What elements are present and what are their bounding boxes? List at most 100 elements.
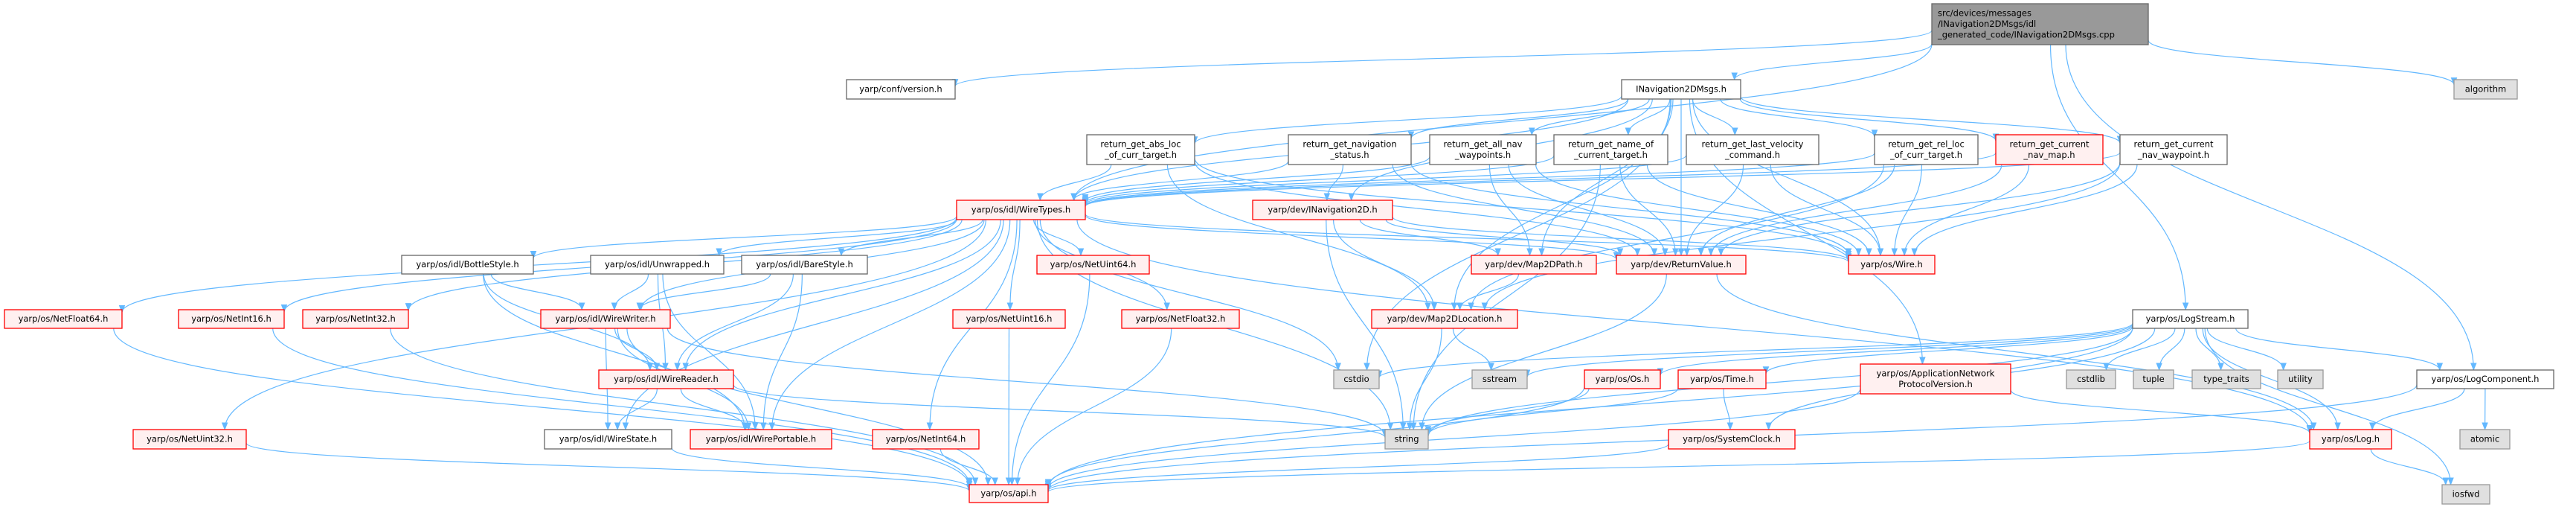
node-inav2d[interactable]: yarp/dev/INavigation2D.h xyxy=(1252,200,1393,220)
node-box xyxy=(1384,429,1429,450)
node-label: type_traits xyxy=(2203,374,2249,384)
node-label: yarp/os/idl/BottleStyle.h xyxy=(416,259,518,270)
node-wirereader[interactable]: yarp/os/idl/WireReader.h xyxy=(598,369,734,389)
node-sstream[interactable]: sstream xyxy=(1471,369,1528,389)
node-box xyxy=(540,309,671,329)
node-r-name[interactable]: return_get_name_of_current_target.h xyxy=(1553,134,1668,165)
node-r-last[interactable]: return_get_last_velocity_command.h xyxy=(1686,134,1819,165)
node-map2dloc[interactable]: yarp/dev/Map2DLocation.h xyxy=(1371,309,1518,329)
node-logstream[interactable]: yarp/os/LogStream.h xyxy=(2132,309,2249,329)
node-box xyxy=(2459,429,2511,450)
node-time[interactable]: yarp/os/Time.h xyxy=(1677,369,1767,389)
edge-r_name-to-wire xyxy=(1646,164,1872,257)
node-label: tuple xyxy=(2142,374,2164,384)
node-logcomp[interactable]: yarp/os/LogComponent.h xyxy=(2416,369,2554,389)
edge-logstream-to-iosfwd xyxy=(2204,328,2454,486)
node-r-abs[interactable]: return_get_abs_loc_of_curr_target.h xyxy=(1086,134,1195,165)
edge-r_nav-to-wire xyxy=(1410,162,1852,257)
node-label: _command.h xyxy=(1724,150,1780,160)
node-label: _generated_code/INavigation2DMsgs.cpp xyxy=(1937,30,2115,40)
node-returnvalue[interactable]: yarp/dev/ReturnValue.h xyxy=(1616,255,1747,275)
node-wireportable[interactable]: yarp/os/idl/WirePortable.h xyxy=(690,429,832,450)
node-netint16[interactable]: yarp/os/NetInt16.h xyxy=(178,309,285,329)
node-label: return_get_all_nav xyxy=(1444,138,1523,149)
node-netfloat64[interactable]: yarp/os/NetFloat64.h xyxy=(4,309,123,329)
node-box xyxy=(590,255,725,275)
node-map2dpath[interactable]: yarp/dev/Map2DPath.h xyxy=(1471,255,1597,275)
node-r-wp[interactable]: return_get_current_nav_waypoint.h xyxy=(2119,134,2228,165)
edge-logstream-to-logcomp xyxy=(2235,328,2444,372)
node-netint32[interactable]: yarp/os/NetInt32.h xyxy=(302,309,409,329)
node-inav[interactable]: INavigation2DMsgs.h xyxy=(1621,79,1741,100)
edge-r_wp-to-wire xyxy=(1911,164,2138,257)
node-cstdio[interactable]: cstdio xyxy=(1333,369,1380,389)
edge-inav-to-r_name xyxy=(1625,98,1671,136)
node-version[interactable]: yarp/conf/version.h xyxy=(846,79,956,100)
edge-inav-to-r_all xyxy=(1529,98,1650,136)
node-r-all[interactable]: return_get_all_nav_waypoints.h xyxy=(1429,134,1537,165)
edge-r_last-to-wire xyxy=(1770,164,1884,257)
node-bottle[interactable]: yarp/os/idl/BottleStyle.h xyxy=(401,255,534,275)
node-tuple[interactable]: tuple xyxy=(2133,369,2174,389)
node-appnet[interactable]: yarp/os/ApplicationNetworkProtocolVersio… xyxy=(1860,363,2011,395)
node-atomic[interactable]: atomic xyxy=(2459,429,2511,450)
edge-os-to-api xyxy=(1044,386,1585,488)
node-netuint32[interactable]: yarp/os/NetUint32.h xyxy=(132,429,247,450)
node-wiretypes[interactable]: yarp/os/idl/WireTypes.h xyxy=(956,200,1086,220)
edge-appnet-to-api xyxy=(1044,388,1861,490)
edge-logstream-to-time xyxy=(1762,326,2133,374)
edge-map2dloc-to-string xyxy=(1406,328,1442,431)
node-box xyxy=(544,429,672,450)
edge-netfloat32-to-api xyxy=(1014,328,1172,486)
node-wire[interactable]: yarp/os/Wire.h xyxy=(1848,255,1936,275)
edge-inav-to-map2dloc xyxy=(1451,98,1672,311)
edge-logstream-to-utility xyxy=(2206,328,2287,372)
node-wirewriter[interactable]: yarp/os/idl/WireWriter.h xyxy=(540,309,671,329)
node-netfloat32[interactable]: yarp/os/NetFloat32.h xyxy=(1121,309,1240,329)
node-box xyxy=(1086,134,1195,165)
node-box xyxy=(741,255,868,275)
node-box xyxy=(178,309,285,329)
node-netuint16[interactable]: yarp/os/NetUint16.h xyxy=(952,309,1066,329)
node-api[interactable]: yarp/os/api.h xyxy=(969,484,1049,503)
edge-bare-to-wireportable xyxy=(759,273,803,431)
node-bare[interactable]: yarp/os/idl/BareStyle.h xyxy=(741,255,868,275)
node-box xyxy=(598,369,734,389)
node-r-map[interactable]: return_get_current_nav_map.h xyxy=(1995,134,2104,165)
edge-inav-to-r_map xyxy=(1739,98,2000,142)
node-r-nav[interactable]: return_get_navigation_status.h xyxy=(1288,134,1412,165)
node-log[interactable]: yarp/os/Log.h xyxy=(2309,429,2392,450)
node-label: sstream xyxy=(1483,374,1517,384)
node-label: INavigation2DMsgs.h xyxy=(1636,84,1727,95)
edge-root-to-version xyxy=(952,30,1933,87)
node-type-traits[interactable]: type_traits xyxy=(2191,369,2261,389)
node-netint64[interactable]: yarp/os/NetInt64.h xyxy=(872,429,980,450)
node-netuint64[interactable]: yarp/os/NetUint64.h xyxy=(1036,255,1150,275)
node-string[interactable]: string xyxy=(1384,429,1429,450)
node-label: _of_curr_target.h xyxy=(1889,150,1962,160)
node-root[interactable]: src/devices/messages/INavigation2DMsgs/i… xyxy=(1931,3,2149,45)
node-label: yarp/os/LogStream.h xyxy=(2146,313,2235,324)
node-unwrapped[interactable]: yarp/os/idl/Unwrapped.h xyxy=(590,255,725,275)
node-label: yarp/os/LogComponent.h xyxy=(2432,374,2540,384)
node-algorithm[interactable]: algorithm xyxy=(2453,79,2518,100)
node-r-rel[interactable]: return_get_rel_loc_of_curr_target.h xyxy=(1874,134,1979,165)
node-cstdlib[interactable]: cstdlib xyxy=(2066,369,2116,389)
edge-netint64-to-api xyxy=(939,448,998,486)
edge-r_name-to-string xyxy=(1410,164,1601,431)
node-label: yarp/os/idl/WireTypes.h xyxy=(971,205,1070,215)
node-label: yarp/os/Log.h xyxy=(2322,434,2380,444)
node-box xyxy=(1252,200,1393,220)
node-label: return_get_abs_loc xyxy=(1100,138,1181,149)
node-utility[interactable]: utility xyxy=(2277,369,2324,389)
node-systemclock[interactable]: yarp/os/SystemClock.h xyxy=(1668,429,1796,450)
edge-logstream-to-cstdio xyxy=(1375,322,2133,379)
node-box xyxy=(1288,134,1412,165)
edge-time-to-string xyxy=(1424,387,1679,436)
node-label: yarp/os/NetUint16.h xyxy=(966,313,1053,324)
node-iosfwd[interactable]: iosfwd xyxy=(2441,484,2490,505)
node-wirestate[interactable]: yarp/os/idl/WireState.h xyxy=(544,429,672,450)
edge-logstream-to-type_traits xyxy=(2195,328,2224,372)
node-os[interactable]: yarp/os/Os.h xyxy=(1584,369,1661,389)
